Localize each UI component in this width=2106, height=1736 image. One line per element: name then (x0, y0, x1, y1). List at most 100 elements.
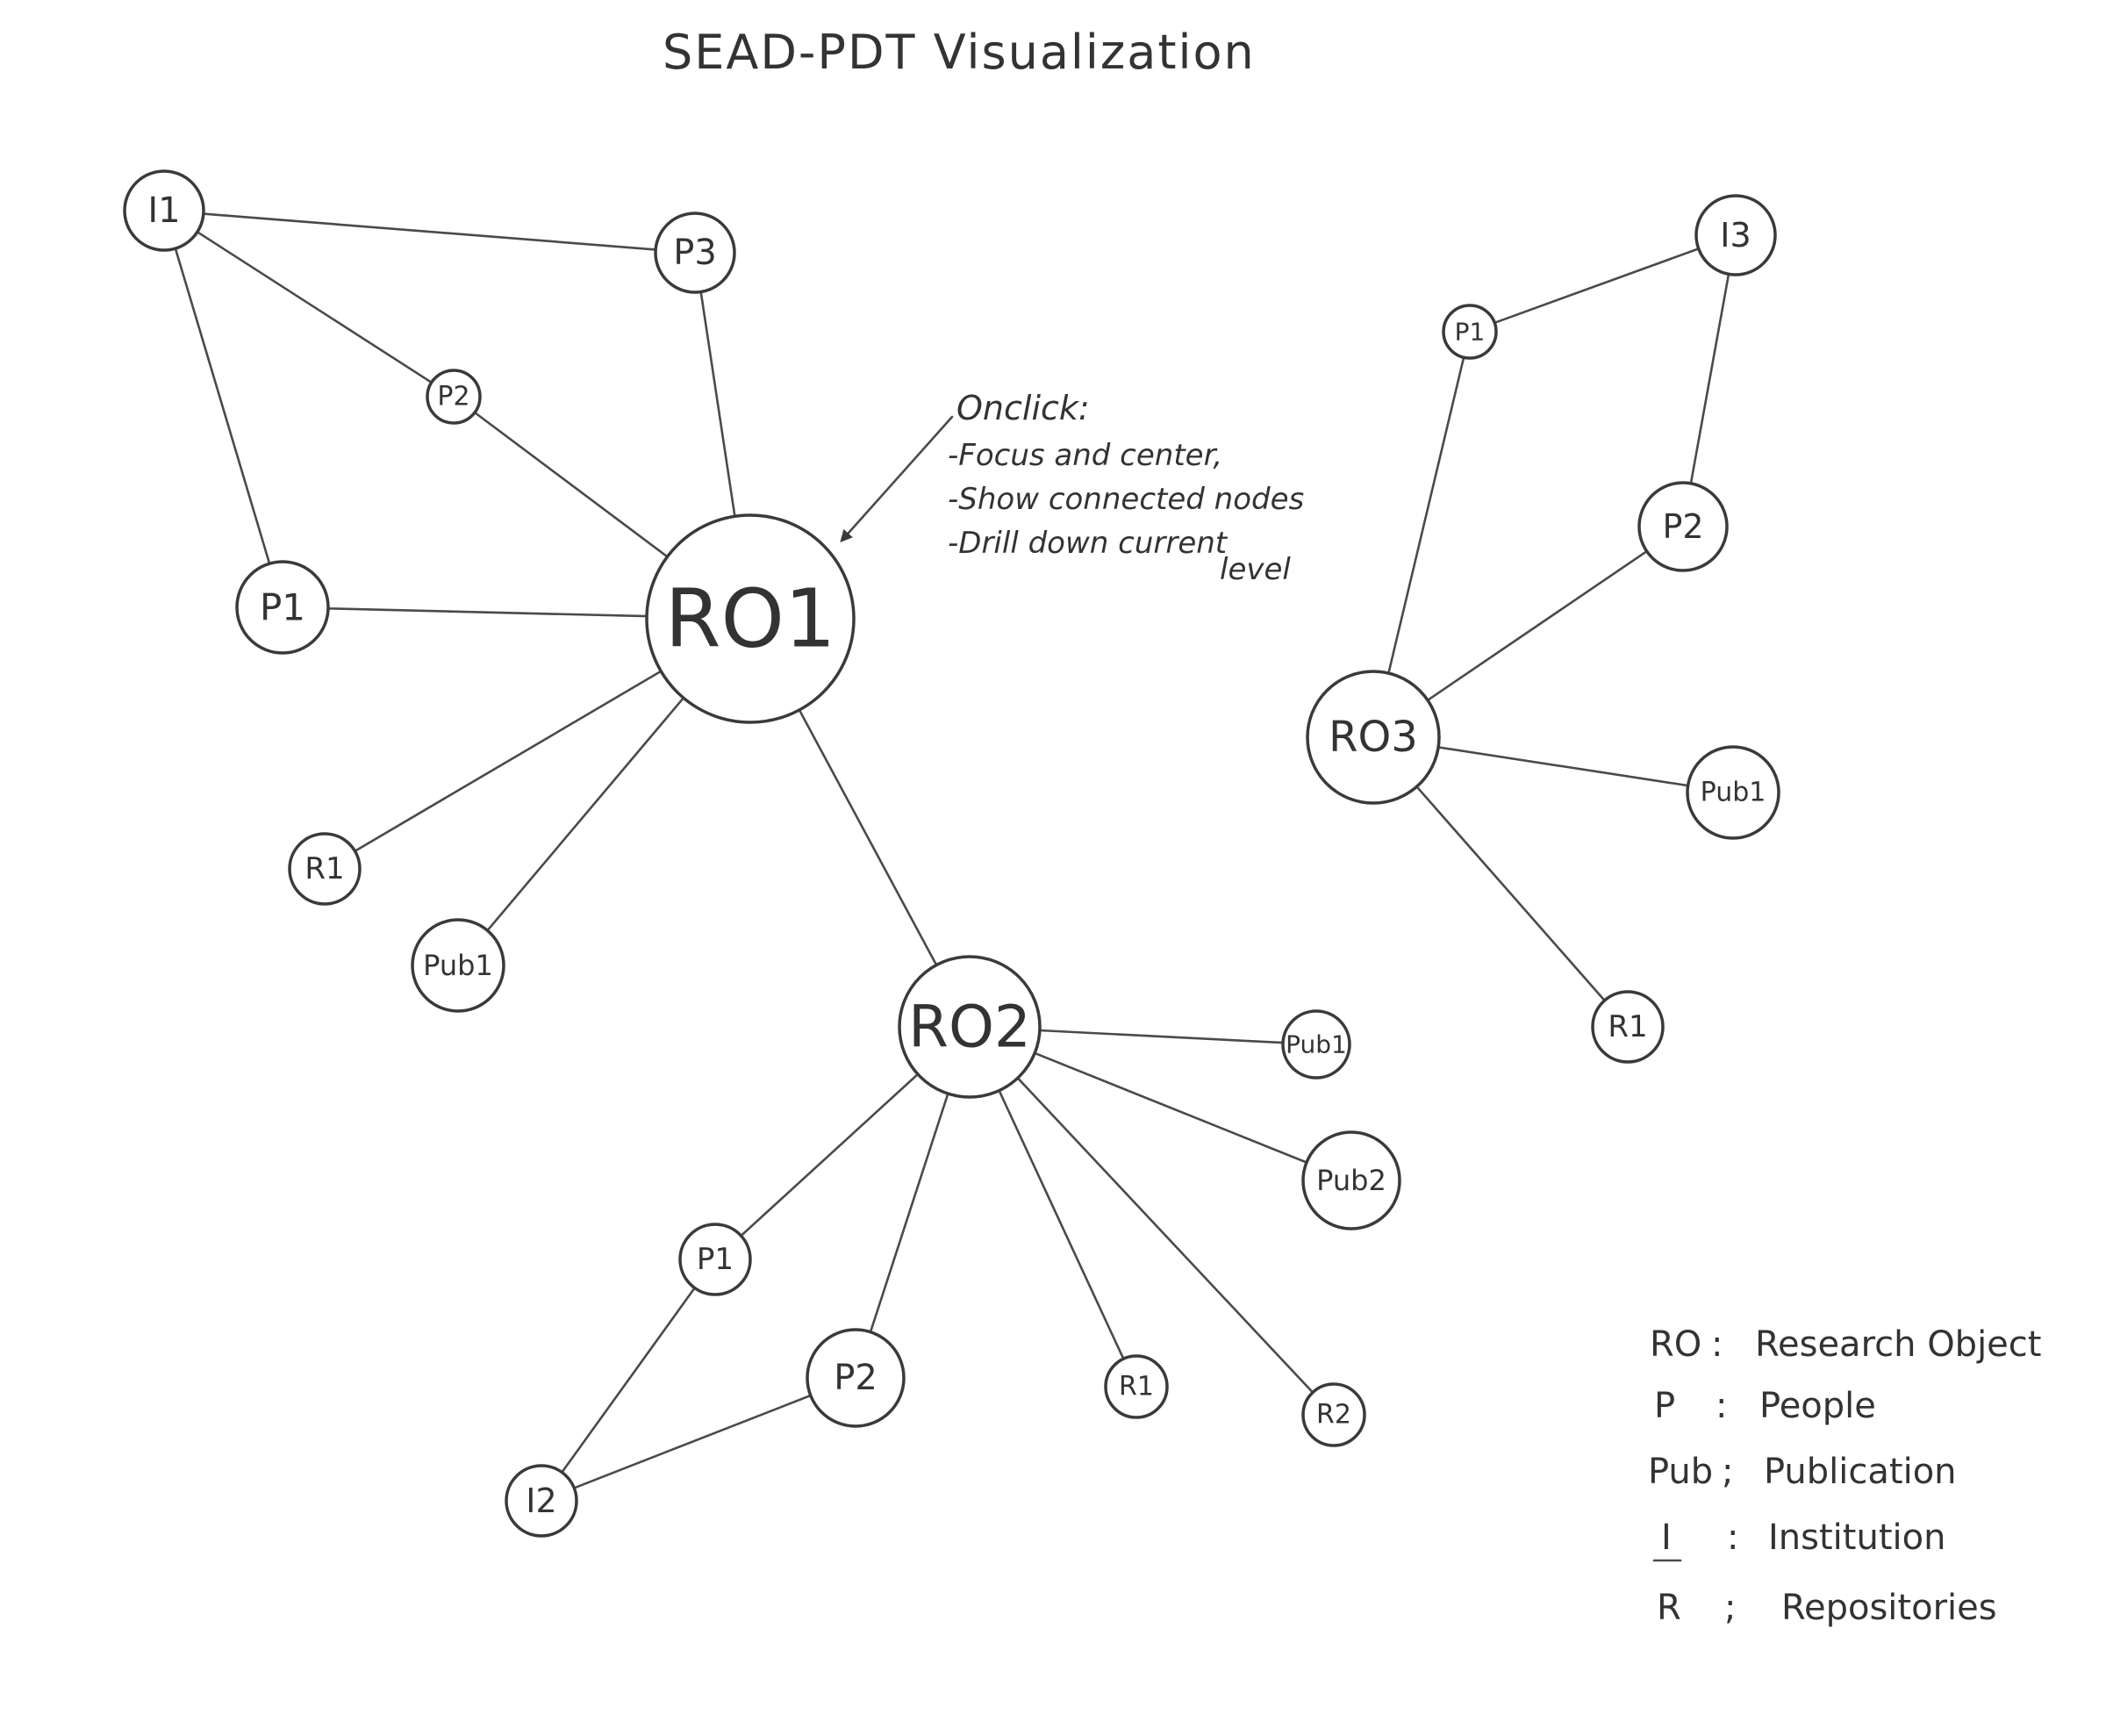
node-circle (645, 513, 856, 724)
node-i3[interactable]: I3 (1694, 194, 1777, 276)
node-p3[interactable]: P3 (654, 212, 736, 294)
edge-i1-p2_ro1 (196, 230, 433, 384)
node-circle (1301, 1382, 1366, 1447)
node-p2_ro2[interactable]: P2 (806, 1328, 906, 1428)
annotation-line: -Show connected nodes (948, 482, 1304, 517)
legend-value: Publication (1764, 1452, 1957, 1492)
edge-ro2-r1_ro2 (998, 1089, 1125, 1360)
node-label: RO3 (1329, 713, 1418, 762)
node-label: RO2 (908, 994, 1031, 1061)
node-r1_ro1[interactable]: R1 (288, 832, 362, 906)
legend-value: Repositories (1781, 1588, 1997, 1628)
node-circle (1301, 1130, 1401, 1230)
node-ro3[interactable]: RO3 (1306, 670, 1441, 805)
node-circle (1694, 194, 1777, 276)
node-label: I3 (1720, 216, 1751, 255)
node-label: Pub1 (1286, 1030, 1347, 1059)
diagram-title: SEAD-PDT Visualization (663, 25, 1256, 80)
legend-key: P (1654, 1386, 1675, 1426)
edges-layer (174, 212, 1730, 1489)
edge-ro3-r1_ro3 (1415, 785, 1606, 1002)
node-label: P3 (673, 233, 717, 273)
node-label: R1 (1608, 1009, 1647, 1044)
legend-separator: ; (1724, 1588, 1736, 1628)
legend: RO : Research Object P : People Pub ; Pu… (1648, 1324, 2041, 1628)
node-r2_ro2[interactable]: R2 (1301, 1382, 1366, 1447)
node-p1_ro2[interactable]: P1 (678, 1223, 752, 1296)
legend-value: People (1759, 1386, 1876, 1426)
node-ro2[interactable]: RO2 (898, 955, 1042, 1099)
node-label: R1 (304, 851, 344, 886)
node-pub1_ro3[interactable]: Pub1 (1686, 745, 1780, 840)
node-label: Pub1 (423, 949, 493, 982)
node-label: I1 (147, 190, 180, 231)
edge-i1-p1_ro1 (174, 247, 271, 565)
legend-separator: ; (1722, 1452, 1733, 1492)
node-r1_ro2[interactable]: R1 (1104, 1354, 1169, 1419)
node-circle (654, 212, 736, 294)
legend-separator: : (1716, 1386, 1727, 1426)
legend-separator: : (1711, 1324, 1723, 1365)
legend-key: R (1657, 1588, 1681, 1628)
node-label: P1 (697, 1242, 734, 1277)
node-circle (411, 918, 505, 1013)
node-label: P2 (834, 1358, 878, 1398)
node-i1[interactable]: I1 (123, 169, 205, 252)
legend-entry: P : People (1654, 1386, 1876, 1426)
edge-i1-p3 (202, 212, 657, 251)
legend-entry: I : Institution (1652, 1517, 1945, 1562)
node-label: P2 (437, 382, 469, 412)
node-p2_ro3[interactable]: P2 (1637, 481, 1729, 572)
node-p2_ro1[interactable]: P2 (426, 369, 482, 425)
edge-pub1_ro1-ro1 (486, 696, 685, 932)
node-r1_ro3[interactable]: R1 (1591, 990, 1665, 1064)
legend-key: Pub (1648, 1452, 1713, 1492)
edge-ro2-pub1_ro2 (1038, 1029, 1285, 1044)
node-circle (1281, 1009, 1351, 1080)
node-p1_ro1[interactable]: P1 (235, 560, 330, 655)
legend-value: Research Object (1755, 1324, 2041, 1365)
annotation-line: level (1220, 552, 1291, 587)
edge-ro2-pub2_ro2 (1033, 1051, 1308, 1164)
edge-p2_ro1-ro1 (473, 411, 669, 558)
node-p1_ro3[interactable]: P1 (1442, 304, 1498, 360)
node-label: P1 (1455, 318, 1486, 347)
node-circle (1104, 1354, 1169, 1419)
edge-p1_ro3-ro3 (1387, 355, 1465, 675)
node-circle (123, 169, 205, 252)
node-circle (1637, 481, 1729, 572)
node-pub1_ro2[interactable]: Pub1 (1281, 1009, 1351, 1080)
edge-p1_ro1-ro1 (326, 606, 648, 618)
edge-ro2-p2_ro2 (869, 1092, 949, 1333)
node-ro1[interactable]: RO1 (645, 513, 856, 724)
node-label: R1 (1119, 1372, 1154, 1402)
edge-ro3-pub1_ro3 (1436, 746, 1689, 787)
legend-value: Institution (1768, 1517, 1945, 1558)
legend-key: I (1661, 1517, 1672, 1558)
onclick-annotation: Onclick: -Focus and center, -Show connec… (840, 389, 1304, 587)
node-circle (505, 1464, 578, 1538)
edge-p3-ro1 (699, 291, 736, 518)
node-circle (1686, 745, 1780, 840)
edge-ro2-r2_ro2 (1016, 1077, 1314, 1394)
node-pub1_ro1[interactable]: Pub1 (411, 918, 505, 1013)
node-i2[interactable]: I2 (505, 1464, 578, 1538)
edge-p1_ro2-i2 (561, 1287, 696, 1474)
annotation-arrow (840, 415, 954, 542)
node-circle (1306, 670, 1441, 805)
node-label: I2 (526, 1481, 556, 1520)
node-label: R2 (1316, 1400, 1351, 1431)
edge-p2_ro3-ro3 (1426, 549, 1648, 702)
node-pub2_ro2[interactable]: Pub2 (1301, 1130, 1401, 1230)
node-label: Pub1 (1701, 778, 1766, 808)
annotation-heading: Onclick: (956, 389, 1090, 427)
edge-i3-p2_ro3 (1689, 272, 1730, 485)
node-circle (806, 1328, 906, 1428)
legend-entry: RO : Research Object (1650, 1324, 2041, 1365)
edge-r1_ro1-ro1 (354, 670, 663, 853)
node-circle (898, 955, 1042, 1099)
edge-p2_ro2-i2 (572, 1394, 813, 1489)
legend-key: RO (1650, 1324, 1701, 1365)
